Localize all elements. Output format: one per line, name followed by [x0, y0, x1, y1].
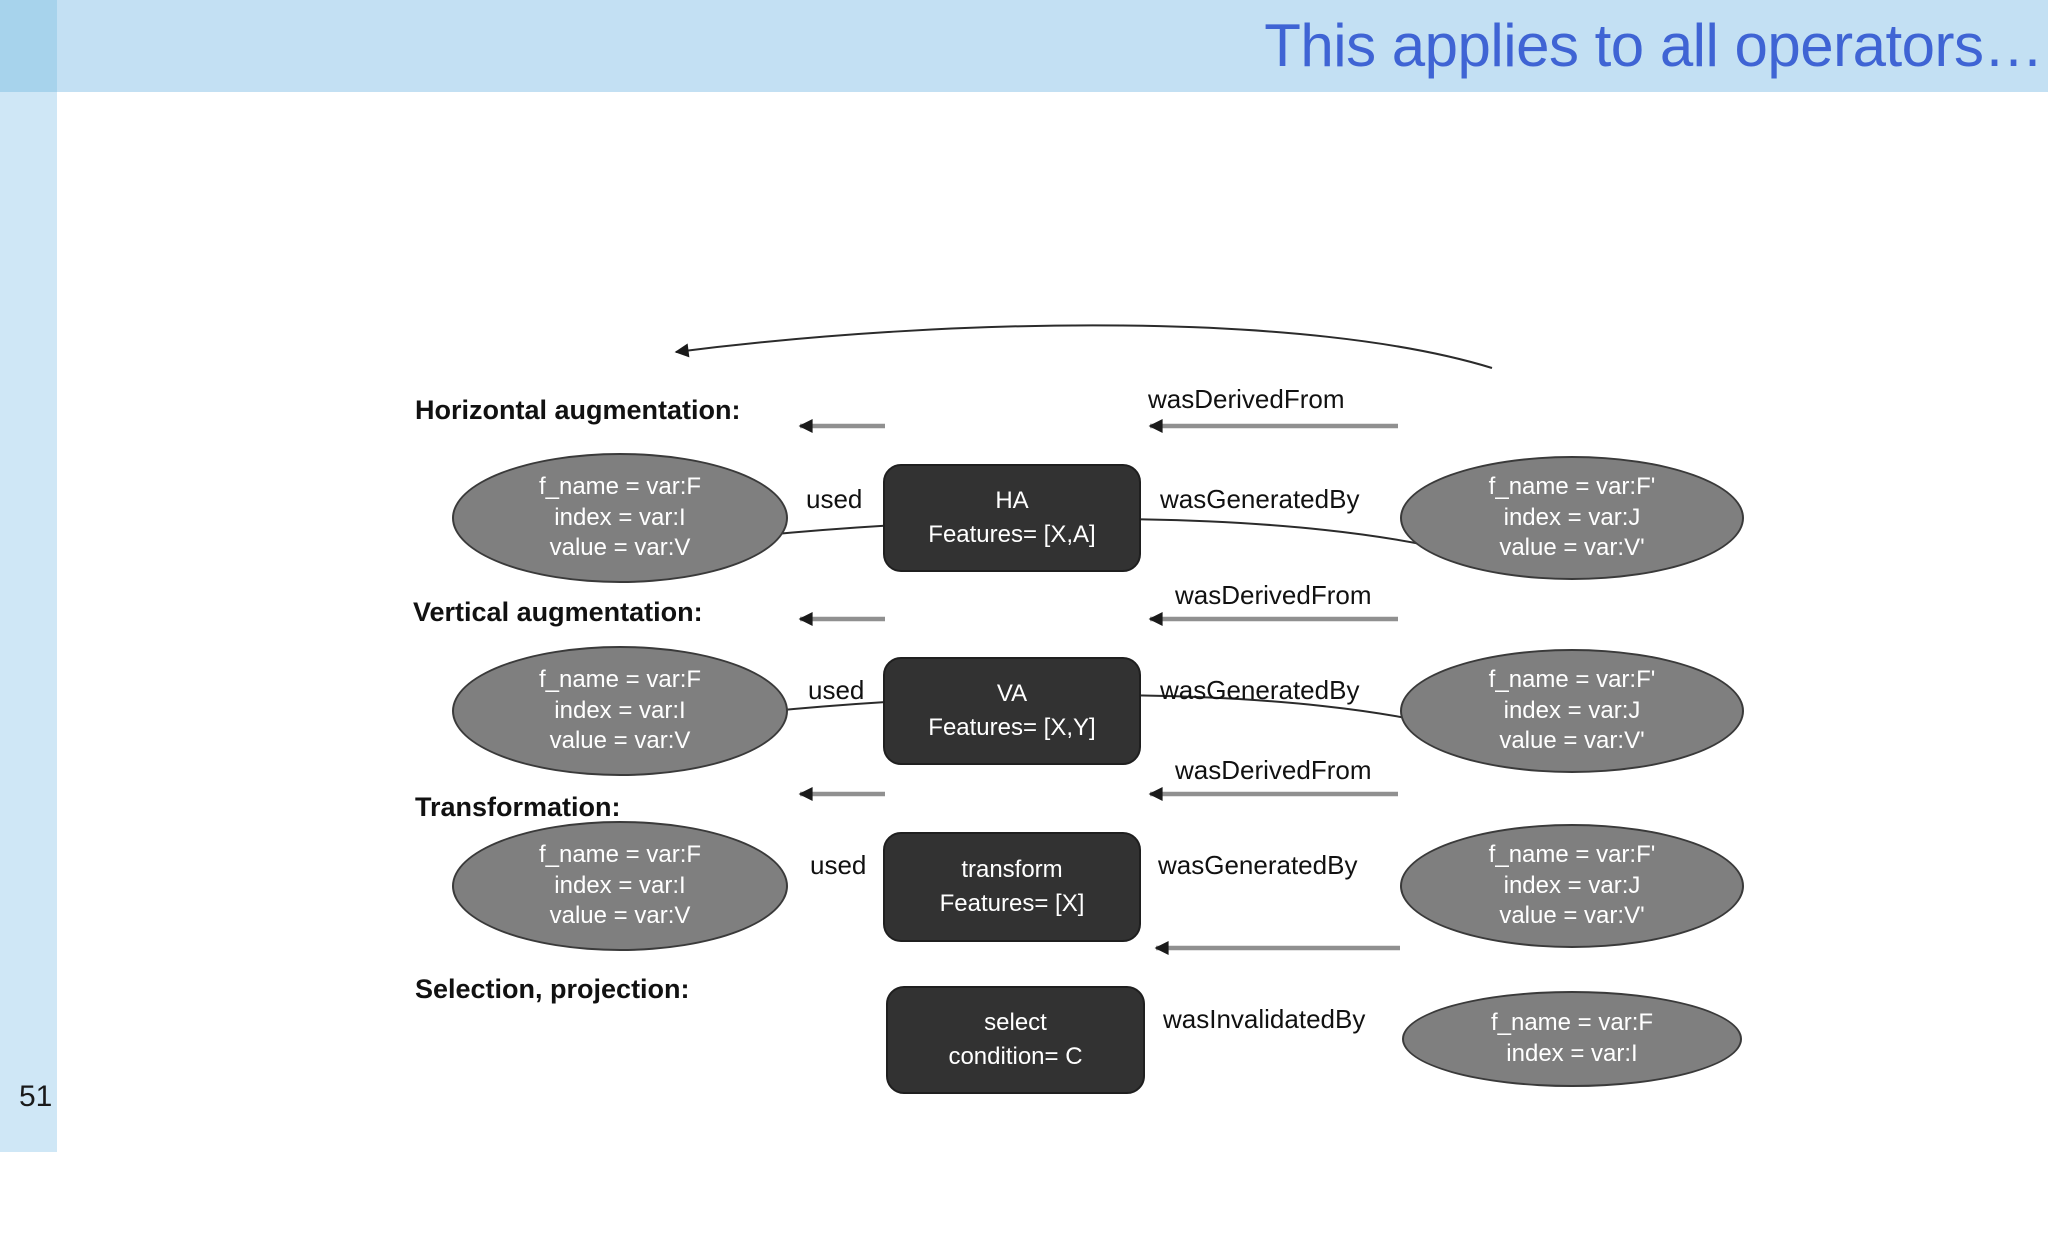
- title-band: [0, 0, 2048, 92]
- activity-node-select: select condition= C: [886, 986, 1145, 1094]
- activity-node-va: VA Features= [X,Y]: [883, 657, 1141, 765]
- sidebar-strip: [0, 92, 57, 1152]
- used-label-row3: used: [810, 850, 867, 880]
- row-label-vertical-augmentation: Vertical augmentation:: [413, 597, 703, 627]
- derived-label-row3: wasDerivedFrom: [1175, 755, 1372, 785]
- invalidated-label-row4: wasInvalidatedBy: [1163, 1004, 1366, 1034]
- provenance-diagram: Horizontal augmentation: wasDerivedFrom …: [0, 92, 2048, 1152]
- entity-node-input-row2: f_name = var:F index = var:I value = var…: [452, 646, 788, 776]
- row-label-transformation: Transformation:: [415, 792, 621, 822]
- sidebar-top-block: [0, 0, 57, 92]
- derived-label-row2: wasDerivedFrom: [1175, 580, 1372, 610]
- entity-node-input-row1: f_name = var:F index = var:I value = var…: [452, 453, 788, 583]
- derived-label-row1: wasDerivedFrom: [1148, 384, 1345, 414]
- derived-edge-row1: [674, 324, 1493, 369]
- page-number: 51: [19, 1080, 53, 1113]
- entity-node-input-row3: f_name = var:F index = var:I value = var…: [452, 821, 788, 951]
- entity-node-output-row3: f_name = var:F' index = var:J value = va…: [1400, 824, 1744, 948]
- activity-node-ha: HA Features= [X,A]: [883, 464, 1141, 572]
- generated-label-row2: wasGeneratedBy: [1160, 675, 1360, 705]
- used-label-row2: used: [808, 675, 865, 705]
- activity-node-transform: transform Features= [X]: [883, 832, 1141, 942]
- entity-node-input-row4: f_name = var:F index = var:I: [1402, 991, 1742, 1087]
- used-label-row1: used: [806, 484, 863, 514]
- entity-node-output-row2: f_name = var:F' index = var:J value = va…: [1400, 649, 1744, 773]
- row-label-horizontal-augmentation: Horizontal augmentation:: [415, 395, 741, 425]
- entity-node-output-row1: f_name = var:F' index = var:J value = va…: [1400, 456, 1744, 580]
- generated-label-row1: wasGeneratedBy: [1160, 484, 1360, 514]
- slide-title: This applies to all operators…: [1264, 12, 2043, 79]
- diagram-edges: [670, 324, 1493, 955]
- generated-label-row3: wasGeneratedBy: [1158, 850, 1358, 880]
- row-label-selection-projection: Selection, projection:: [415, 974, 690, 1004]
